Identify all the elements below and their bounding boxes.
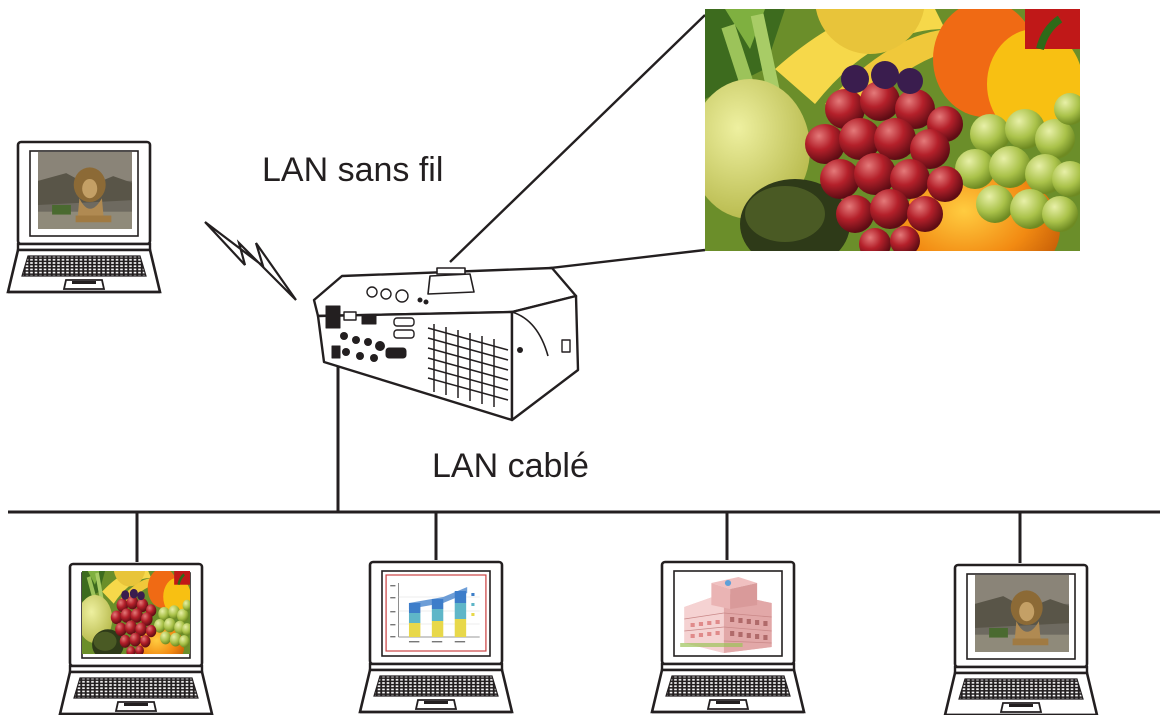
laptop-screen-bar-chart (384, 573, 488, 653)
laptop-wired-3[interactable] (650, 560, 806, 714)
lightning-icon (204, 221, 297, 301)
laptop-wired-1[interactable] (58, 549, 214, 715)
projected-image (690, 0, 1088, 289)
projector-icon (312, 266, 580, 422)
laptop-screen-lion-photo (975, 575, 1069, 652)
wireless-lan-label: LAN sans fil (262, 151, 444, 189)
laptop-wired-4[interactable] (943, 563, 1099, 715)
laptop-wired-2[interactable] (358, 560, 514, 714)
laptop-screen-lion-photo (38, 152, 132, 229)
laptop-wireless[interactable] (6, 140, 162, 294)
network-lines (8, 14, 1160, 563)
laptop-screen-building (676, 573, 780, 653)
wired-lan-label: LAN cablé (432, 447, 589, 485)
projection-beam-top (449, 14, 706, 263)
